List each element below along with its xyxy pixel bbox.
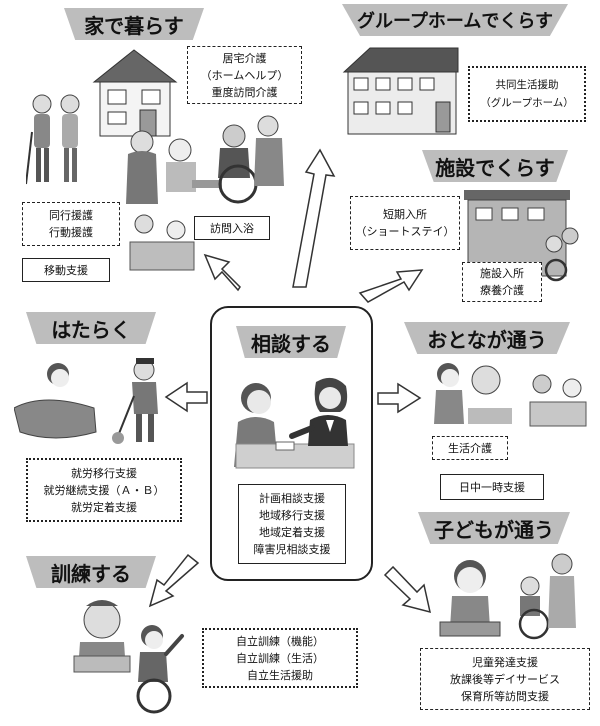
arrow-to-home xyxy=(203,253,241,292)
day-support-box: 日中一時支援 xyxy=(440,474,544,500)
service-item: 行動援護 xyxy=(49,226,93,239)
arrow-to-children xyxy=(383,565,431,614)
home-visit-illustration xyxy=(122,112,292,208)
work-illustration xyxy=(14,352,174,448)
home-title: 家で暮らす xyxy=(64,8,204,40)
service-item: 重度訪問介護 xyxy=(211,85,278,99)
service-item: 地域定着支援 xyxy=(259,526,325,539)
arrow-to-group-home xyxy=(292,148,336,288)
service-item: 障害児相談支援 xyxy=(253,543,331,556)
service-item: 自立訓練（機能） xyxy=(236,634,324,648)
employment-box: 就労移行支援 就労継続支援（Ａ・Ｂ） 就労定着支援 xyxy=(26,458,182,522)
service-item: 訪問入浴 xyxy=(210,221,254,235)
short-stay-box: 短期入所 （ショートステイ） xyxy=(350,196,460,250)
service-item: 移動支援 xyxy=(44,263,88,277)
service-item: 同行援護 xyxy=(49,209,93,222)
arrow-to-training xyxy=(148,553,200,608)
service-item: 児童発達支援 xyxy=(472,655,538,669)
facility-admission-box: 施設入所 療養介護 xyxy=(462,262,542,302)
group-home-box: 共同生活援助 （グループホーム） xyxy=(468,66,586,122)
center-services-box: 計画相談支援 地域移行支援 地域定着支援 障害児相談支援 xyxy=(238,484,346,564)
children-title: 子どもが通う xyxy=(418,512,570,544)
mobility-box: 移動支援 xyxy=(22,258,110,282)
service-item: （ショートステイ） xyxy=(355,225,455,238)
service-item: 計画相談支援 xyxy=(259,492,325,505)
service-item: 就労継続支援（Ａ・Ｂ） xyxy=(43,483,165,497)
group-home-title: グループホームでくらす xyxy=(342,4,568,36)
home-care-box: 居宅介護 （ホームヘルプ） 重度訪問介護 xyxy=(187,46,302,104)
service-item: （ホームヘルプ） xyxy=(200,68,289,82)
training-title: 訓練する xyxy=(26,556,156,588)
life-care-box: 生活介護 xyxy=(432,436,508,460)
arrow-to-facility xyxy=(358,269,424,303)
walking-assist-illustration xyxy=(26,92,92,192)
service-item: 療養介護 xyxy=(480,284,524,297)
guidance-box: 同行援護 行動援護 xyxy=(22,202,120,246)
service-item: 共同生活援助 xyxy=(495,79,559,91)
service-item: 自立生活援助 xyxy=(247,668,313,682)
service-item: 保育所等訪問支援 xyxy=(461,689,549,703)
service-item: 地域移行支援 xyxy=(259,509,325,522)
service-item: 居宅介護 xyxy=(222,51,267,65)
service-item: 短期入所 xyxy=(383,208,427,221)
day-title: おとなが通う xyxy=(404,322,570,354)
child-services-box: 児童発達支援 放課後等デイサービス 保育所等訪問支援 xyxy=(420,648,590,710)
training-illustration xyxy=(70,596,186,716)
bath-visit-box: 訪問入浴 xyxy=(194,216,270,240)
service-item: （グループホーム） xyxy=(480,97,574,109)
arrow-to-day xyxy=(377,382,422,414)
work-title: はたらく xyxy=(26,312,156,344)
service-item: 自立訓練（生活） xyxy=(236,651,324,665)
service-item: 就労定着支援 xyxy=(71,500,137,514)
group-home-illustration xyxy=(340,42,464,138)
bath-illustration xyxy=(126,212,198,274)
day-service-illustration xyxy=(432,358,592,430)
consultation-illustration xyxy=(228,362,358,472)
arrow-to-work xyxy=(164,381,208,413)
training-box: 自立訓練（機能） 自立訓練（生活） 自立生活援助 xyxy=(202,628,358,688)
center-title: 相談する xyxy=(236,326,346,358)
service-item: 就労移行支援 xyxy=(71,466,137,480)
house-illustration xyxy=(84,44,184,140)
facility-title: 施設でくらす xyxy=(422,150,568,182)
service-item: 施設入所 xyxy=(480,267,524,280)
service-item: 放課後等デイサービス xyxy=(450,672,560,686)
children-illustration xyxy=(434,548,584,644)
service-item: 日中一時支援 xyxy=(459,480,525,494)
service-item: 生活介護 xyxy=(448,441,492,455)
